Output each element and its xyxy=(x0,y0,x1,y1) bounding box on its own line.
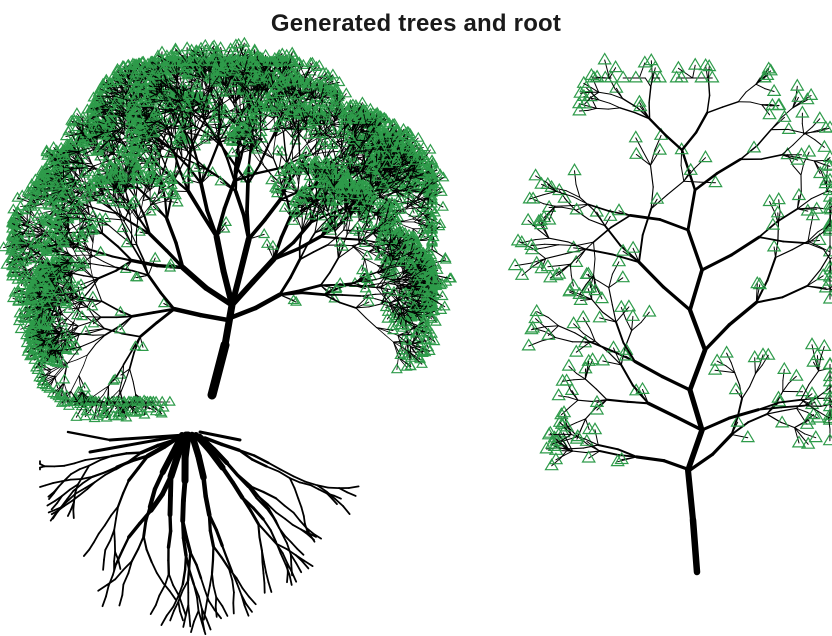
tree-branch xyxy=(167,200,171,219)
tree-branch xyxy=(236,172,237,191)
tree-branch xyxy=(167,219,176,243)
tree-branch xyxy=(211,142,219,163)
tree-branch xyxy=(247,184,248,212)
tree-branch xyxy=(177,71,178,79)
tree-branch xyxy=(150,234,167,251)
tree-branch xyxy=(201,184,207,211)
tree-branch xyxy=(189,192,203,215)
tree-trunk xyxy=(212,345,225,395)
tree-branch xyxy=(247,212,249,240)
tree-branch xyxy=(268,131,277,145)
tree-branch xyxy=(284,133,286,148)
leaf-triangle xyxy=(259,229,269,237)
tree-branch xyxy=(103,234,118,247)
tree-branch xyxy=(265,200,280,220)
tree-branch xyxy=(183,268,206,289)
tree-branch xyxy=(49,206,57,207)
tree-trunk xyxy=(225,305,232,345)
tree-branch xyxy=(236,192,244,215)
tree-branch xyxy=(153,207,167,219)
tree-branch xyxy=(99,271,116,278)
leaf-triangle xyxy=(13,193,23,201)
tree-branch xyxy=(89,206,104,210)
tree-branch xyxy=(299,135,300,150)
tree-branch xyxy=(240,239,248,272)
bushy-tree xyxy=(0,38,456,422)
tree-branch xyxy=(217,237,224,271)
